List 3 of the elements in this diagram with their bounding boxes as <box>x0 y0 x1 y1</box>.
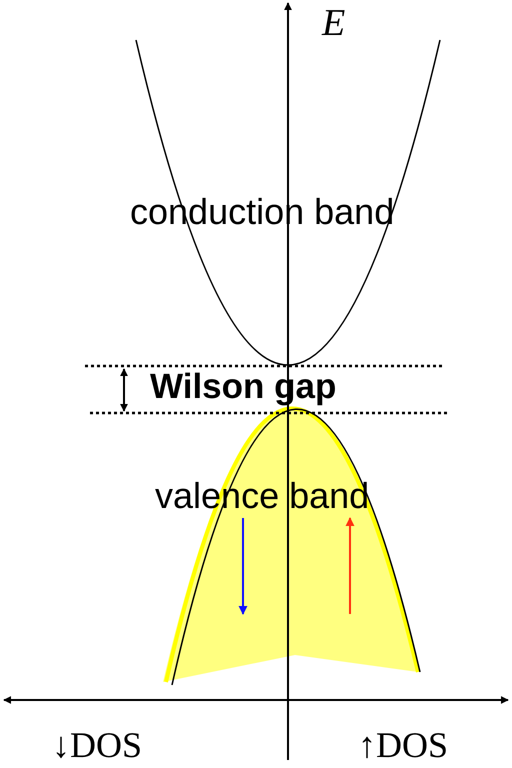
axis-label: E <box>322 4 346 42</box>
axis-label: ↓DOS <box>52 727 142 763</box>
axis-label: ↑DOS <box>358 727 448 763</box>
